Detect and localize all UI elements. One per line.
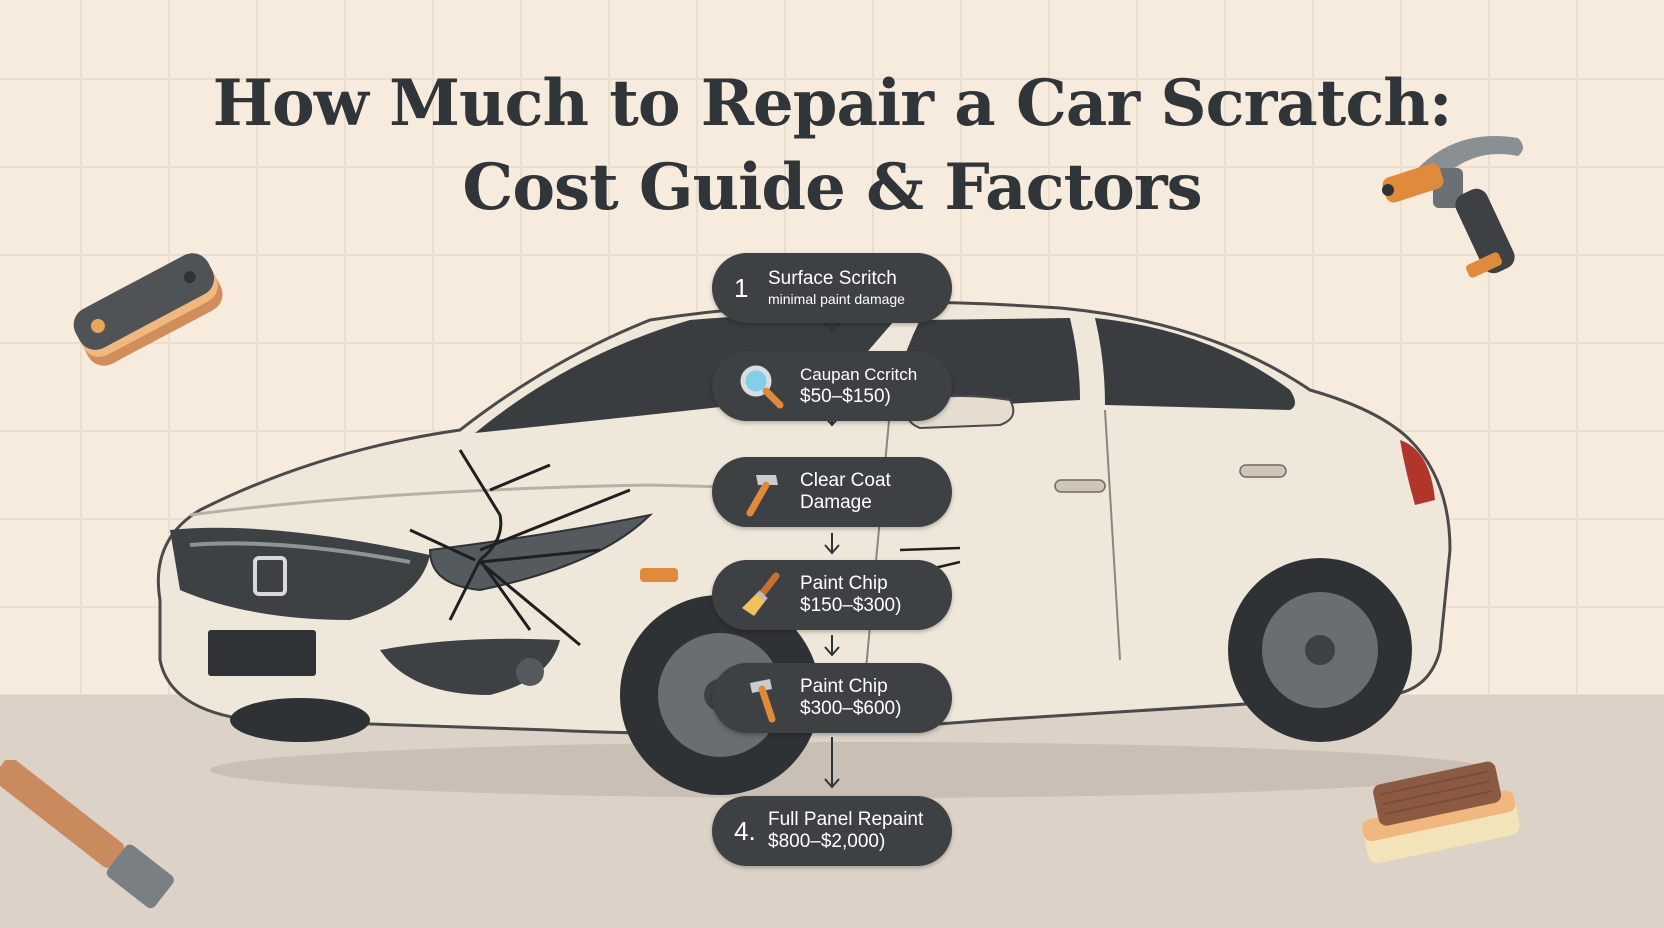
step-price: $800–$2,000) (768, 831, 886, 852)
step-number: 4. (734, 815, 756, 846)
hammer-icon (734, 465, 788, 519)
step-title: Paint Chip (800, 676, 888, 697)
step-clear-coat-damage: Clear Coat Damage (712, 457, 952, 527)
step-detail: minimal paint damage (768, 291, 905, 307)
sponge-icon (1362, 761, 1520, 864)
sanding-block-icon (73, 253, 223, 366)
down-arrow-icon (824, 635, 840, 657)
step-title: Paint Chip (800, 573, 888, 594)
step-price: $300–$600) (800, 698, 902, 719)
paintbrush-icon (734, 568, 788, 622)
polisher-tool-icon (1382, 136, 1523, 278)
step-full-panel-repaint: 4. Full Panel Repaint $800–$2,000) (712, 796, 952, 866)
step-paint-chip-1: Paint Chip $150–$300) (712, 560, 952, 630)
step-title: Full Panel Repaint (768, 809, 924, 830)
hammer-icon (734, 671, 788, 725)
step-paint-chip-2: Paint Chip $300–$600) (712, 663, 952, 733)
step-number: 1 (734, 272, 749, 303)
step-detail: Damage (800, 492, 872, 513)
title-line-1: How Much to Repair a Car Scratch: (212, 66, 1453, 141)
step-title: Clear Coat (800, 470, 891, 491)
step-price: $150–$300) (800, 595, 902, 616)
down-arrow-icon (824, 533, 840, 555)
step-price: $50–$150) (800, 386, 891, 407)
step-surface-scratch: 1 Surface Scritch minimal paint damage (712, 253, 952, 323)
step-title: Caupan Ccritch (800, 365, 918, 384)
magnifier-icon (734, 359, 788, 413)
down-arrow-icon (824, 737, 840, 789)
page-title: How Much to Repair a Car Scratch: Cost G… (0, 62, 1664, 230)
step-caupan-scratch: Caupan Ccritch $50–$150) (712, 351, 952, 421)
step-title: Surface Scritch (768, 268, 897, 289)
screwdriver-icon (0, 760, 174, 909)
title-line-2: Cost Guide & Factors (462, 150, 1202, 225)
